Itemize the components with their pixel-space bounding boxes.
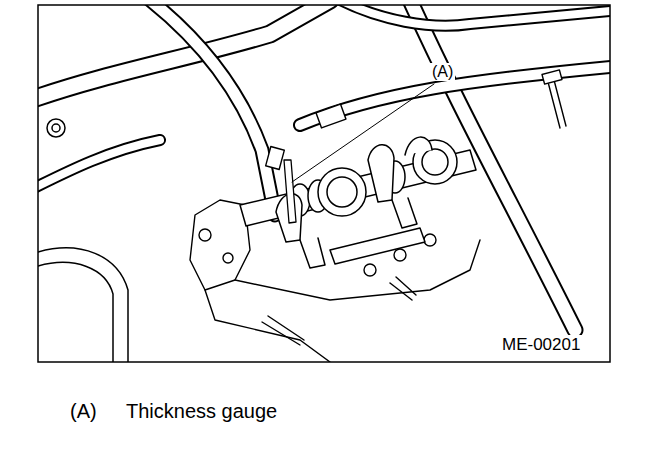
callout-letter: (A) bbox=[430, 63, 455, 81]
bracket bbox=[38, 119, 128, 362]
hose-clamp bbox=[266, 104, 346, 169]
figure-frame bbox=[38, 5, 610, 362]
rocker-arm bbox=[276, 137, 432, 268]
part-name: Thickness gauge bbox=[126, 400, 277, 423]
thickness-gauge bbox=[284, 160, 296, 223]
bolt bbox=[262, 70, 566, 345]
cylinder-head bbox=[190, 200, 480, 362]
camshaft bbox=[240, 140, 476, 226]
hose bbox=[38, 5, 610, 330]
leader-line bbox=[292, 84, 434, 182]
key-letter: (A) bbox=[70, 400, 97, 423]
figure-code: ME-00201 bbox=[500, 335, 582, 355]
